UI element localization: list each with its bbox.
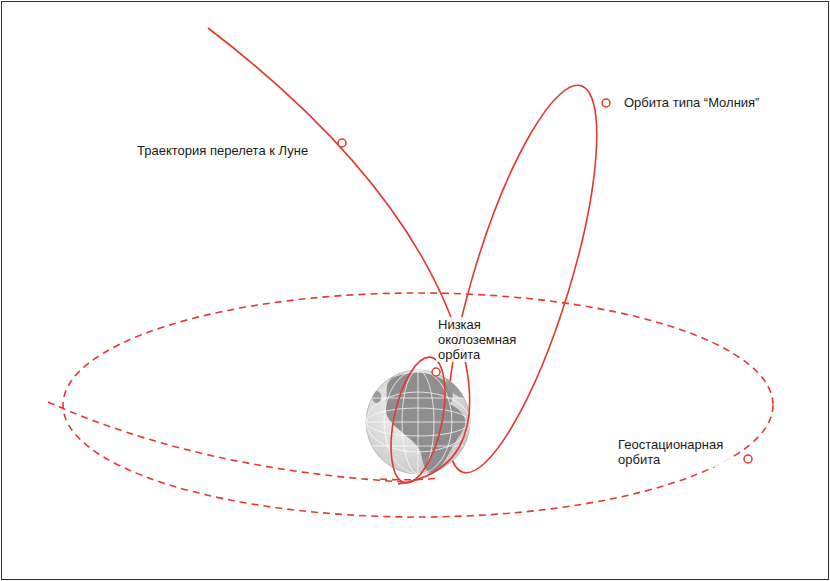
trajectory-label: Траектория перелета к Луне <box>135 143 310 158</box>
orbit-label: Орбита типа “Молния” <box>622 95 761 110</box>
position-markers <box>338 99 752 463</box>
earth-globe <box>366 370 470 474</box>
transfer-dash <box>48 402 405 482</box>
geostationary-orbit <box>63 293 773 517</box>
geostationary-front <box>380 478 440 480</box>
orbit-label: Геостационарная орбита <box>616 437 732 467</box>
low-earth-orbit <box>381 352 455 487</box>
lunar-trajectory <box>208 28 470 484</box>
orbit-label: Низкая околоземная орбита <box>436 317 532 362</box>
